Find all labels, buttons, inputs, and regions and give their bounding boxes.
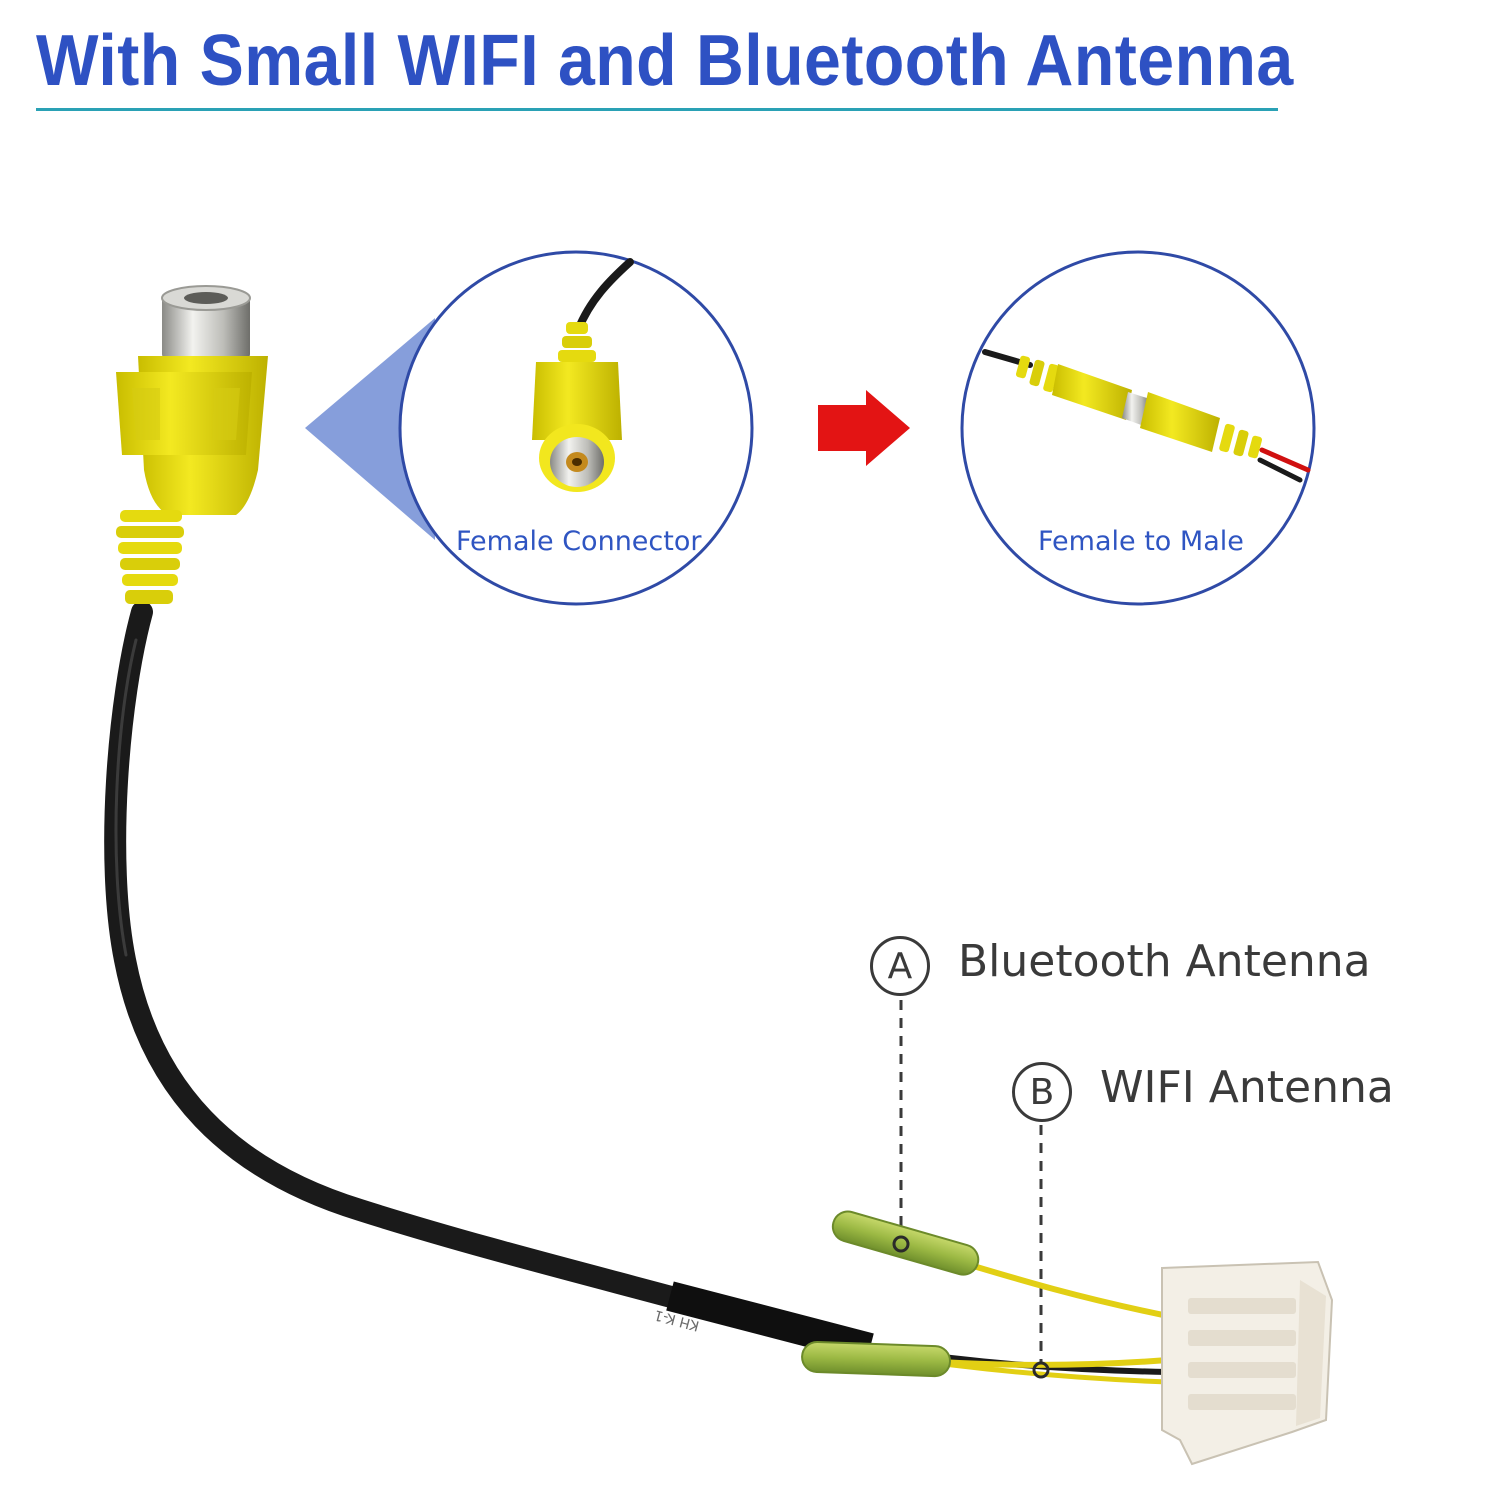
inset-female-connector: [398, 250, 754, 606]
heat-shrink-sleeve: [666, 1281, 874, 1363]
callout-b-badge: B: [1012, 1062, 1072, 1122]
white-plug-connector: [1161, 1260, 1334, 1466]
inset-label-female-connector: Female Connector: [456, 526, 702, 557]
main-cable: [104, 601, 811, 1341]
callout-a-badge: A: [870, 936, 930, 996]
callout-b-label: WIFI Antenna: [1100, 1062, 1394, 1113]
wifi-antenna-tip: [801, 1340, 951, 1378]
red-arrow-icon: [818, 390, 910, 466]
rca-female-connector: [116, 285, 268, 604]
callout-b-dot: [1032, 1361, 1050, 1379]
inset-female-to-male: [960, 250, 1316, 606]
callout-a-dot: [892, 1235, 910, 1253]
title-underline: [36, 108, 1278, 111]
inset-label-female-to-male: Female to Male: [1038, 526, 1244, 557]
magnify-pointer: [305, 318, 435, 540]
page-title: With Small WIFI and Bluetooth Antenna: [36, 21, 1294, 101]
bluetooth-antenna-tip: [831, 1210, 980, 1276]
wire-wifi: [937, 1357, 1171, 1368]
callout-a-label: Bluetooth Antenna: [958, 936, 1371, 987]
wire-bluetooth: [957, 1259, 1171, 1319]
